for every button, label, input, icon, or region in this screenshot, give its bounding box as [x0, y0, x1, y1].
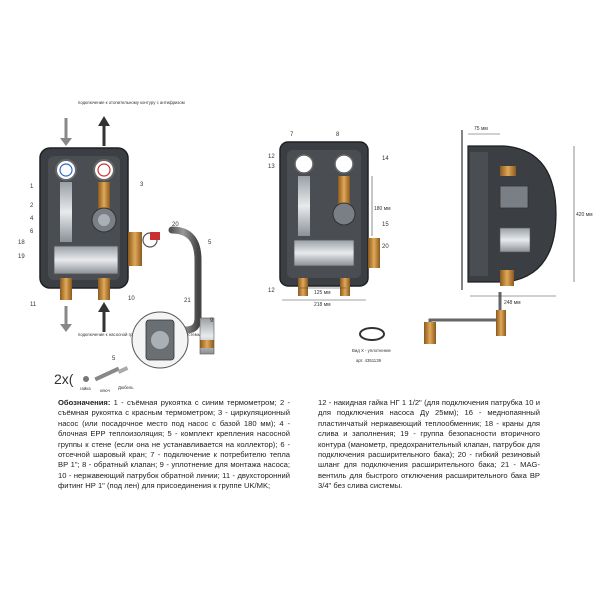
- red-thermometer-icon: [93, 159, 115, 181]
- callout-2: 2: [30, 203, 34, 209]
- seal-label: Вид Х - уплотнение: [352, 348, 391, 353]
- callout-15: 15: [382, 222, 389, 228]
- fitting-left: [60, 278, 72, 300]
- return-pipe: [98, 182, 110, 212]
- dim-middle-height: 180 мм: [374, 206, 391, 212]
- callout-13: 13: [268, 164, 275, 170]
- side-pump-icon: [499, 185, 529, 209]
- callout-10: 10: [128, 296, 135, 302]
- callout-6: 6: [30, 229, 34, 235]
- dim-side-height: 420 мм: [576, 212, 593, 218]
- callout-16: 18: [18, 240, 25, 246]
- kit-multiplier: 2x(: [54, 371, 74, 387]
- safety-valve: [150, 232, 160, 240]
- callout-3: 3: [140, 182, 144, 188]
- side-view: 75 мм 420 мм 248 мм: [424, 126, 593, 344]
- technical-diagram: подключение к отопительному контуру с ан…: [18, 100, 593, 393]
- callout-18: 20: [382, 244, 389, 250]
- legend-right-text: 12 - накидная гайка НГ 1 1/2" (для подкл…: [318, 398, 540, 491]
- heat-exchanger: [53, 245, 119, 275]
- kit-part-c-label: Дюбель: [118, 385, 134, 390]
- dim-side-width: 248 мм: [504, 300, 521, 306]
- callout-17: 19: [18, 254, 25, 260]
- legend-right: 12 - накидная гайка НГ 1 1/2" (для подкл…: [318, 398, 540, 492]
- dim-middle-inner: 125 мм: [314, 290, 331, 296]
- supply-pipe: [60, 182, 72, 242]
- front-pump-icon: [332, 202, 356, 226]
- top-arrows-label: подключение к отопительному контуру с ан…: [78, 100, 185, 105]
- seal-code: арт. 4351139: [356, 358, 382, 363]
- callout-12-a: 12: [268, 154, 275, 160]
- callout-9: 9: [210, 318, 214, 324]
- callout-14: 14: [382, 156, 389, 162]
- callout-8: 8: [336, 132, 340, 138]
- callout-numbers-left: 1 2 4 6 18 19 11 3 20 5 21 10 9 5: [18, 182, 214, 362]
- dim-side-top: 75 мм: [474, 126, 488, 132]
- callout-19: 20: [172, 222, 179, 228]
- callout-20: 5: [208, 240, 212, 246]
- legend-left: Обозначения: 1 - съёмная рукоятка с сини…: [58, 398, 290, 492]
- kit-part-a-label: гайка: [80, 386, 91, 391]
- fitting-right: [98, 278, 110, 300]
- callout-12-b: 12: [268, 288, 275, 294]
- callout-11: 11: [30, 302, 37, 308]
- legend-title: Обозначения:: [58, 398, 111, 407]
- front-thermometer-left-icon: [294, 154, 314, 174]
- kit-part-b-label: ключ: [100, 388, 110, 393]
- callout-5: 5: [112, 356, 116, 362]
- flexible-hose: [164, 226, 202, 334]
- seal-detail: Вид Х - уплотнение арт. 4351139: [352, 327, 391, 363]
- main-assembly: подключение к отопительному контуру с ан…: [18, 100, 215, 393]
- blue-thermometer-icon: [55, 159, 77, 181]
- legend-left-text: 1 - съёмная рукоятка с синим термометром…: [58, 398, 290, 491]
- front-view: 218 мм 125 мм 180 мм 7 8 12 13 12 14 15 …: [268, 132, 391, 308]
- front-thermometer-right-icon: [334, 154, 354, 174]
- dim-middle-width: 218 мм: [314, 302, 331, 308]
- callout-1: 1: [30, 184, 34, 190]
- safety-group: [128, 232, 142, 266]
- callout-7: 7: [290, 132, 294, 138]
- mounting-kit: гайка ключ Дюбель: [80, 366, 134, 393]
- callout-4: 4: [30, 216, 34, 222]
- supply-arrows: подключение к отопительному контуру с ан…: [60, 100, 185, 146]
- callout-21: 21: [184, 298, 191, 304]
